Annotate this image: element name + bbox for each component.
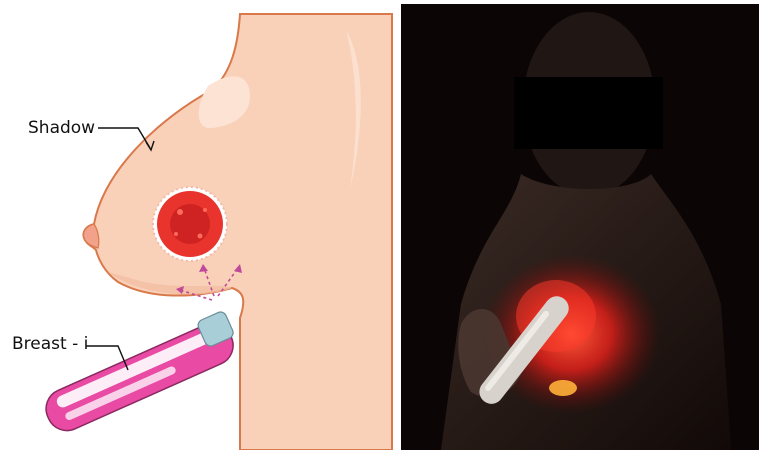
photo-illustration [401, 4, 759, 450]
breast-i-device [37, 310, 243, 437]
breast-illustration-panel: Shadow Breast - i [0, 0, 395, 450]
breast-illustration [0, 0, 395, 450]
device-label: Breast - i [12, 336, 88, 353]
lump-icon [153, 187, 227, 261]
privacy-bar [514, 77, 663, 149]
device-tip-glow [549, 380, 577, 396]
device-in-use-photo [401, 4, 759, 450]
shadow-label: Shadow [28, 120, 95, 137]
